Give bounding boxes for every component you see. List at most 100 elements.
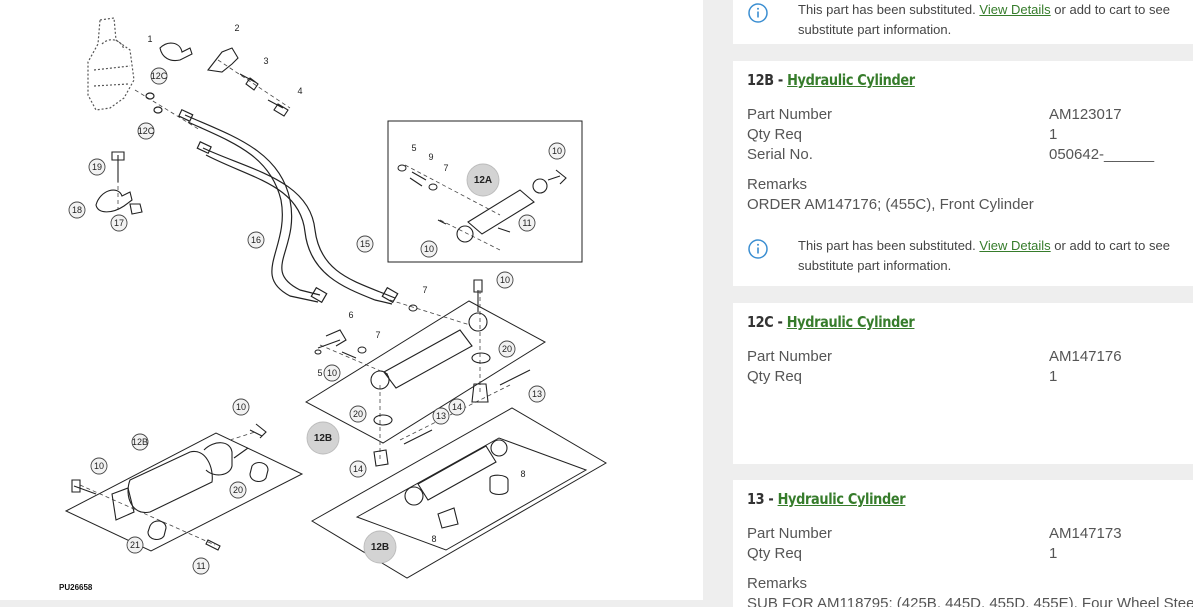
leader-lines [79, 59, 511, 546]
callout-bubble [432, 407, 450, 425]
part-card-12b: 12B - Hydraulic Cylinder Part Number AM1… [733, 61, 1193, 286]
part-name-link[interactable]: Hydraulic Cylinder [777, 490, 906, 508]
panel-12c [304, 300, 546, 444]
notice-suffix: or add to cart to see [1050, 238, 1170, 253]
panel-13 [64, 432, 304, 552]
callout-bubble [126, 536, 144, 554]
callout-label: 2 [234, 23, 239, 33]
panel-12b-outer [311, 407, 607, 579]
notice-line2: substitute part information. [798, 22, 952, 37]
callout-label: 8 [520, 469, 525, 479]
notice-suffix: or add to cart to see [1050, 2, 1170, 17]
callout-label: 14 [353, 464, 363, 474]
remarks-value: ORDER AM147176; (455C), Front Cylinder [747, 196, 1034, 213]
callout-bubble [528, 385, 546, 403]
callout-bubble [110, 214, 128, 232]
part-card-12a-tail: This part has been substituted. View Det… [733, 0, 1193, 44]
callout-label: 12A [474, 175, 492, 186]
callout-label: 5 [411, 143, 416, 153]
qty-req-value: 1 [1049, 126, 1058, 143]
part-callout-number: 12B [747, 71, 774, 89]
callout-label: 10 [236, 402, 246, 412]
part-card-12c: 12C - Hydraulic Cylinder Part Number AM1… [733, 303, 1193, 464]
callout-bubble [356, 235, 374, 253]
callout-bubble [229, 481, 247, 499]
callout-bubble [306, 421, 340, 455]
cylinder-12a [409, 169, 567, 243]
callout-label: 10 [327, 368, 337, 378]
qty-req-value: 1 [1049, 545, 1058, 562]
notice-prefix: This part has been substituted. [798, 2, 980, 17]
callout-bubble [68, 201, 86, 219]
view-details-link[interactable]: View Details [979, 2, 1051, 17]
callout-label: 13 [532, 389, 542, 399]
callout-label: 14 [452, 402, 462, 412]
title-separator: - [773, 71, 788, 89]
cylinder-12c [317, 279, 531, 467]
part-callout-number: 12C [747, 313, 774, 331]
serial-no-value: 050642-______ [1049, 146, 1155, 163]
callout-label: 10 [94, 461, 104, 471]
callout-label: 7 [422, 285, 427, 295]
bolt-21 [111, 151, 125, 182]
bracket-2 [206, 47, 239, 73]
callout-label: 16 [251, 235, 261, 245]
callout-label: 18 [72, 205, 82, 215]
remarks-label: Remarks [747, 176, 808, 193]
clamp-20 [95, 189, 133, 213]
part-name-link[interactable]: Hydraulic Cylinder [787, 71, 915, 89]
callout-bubble [137, 122, 155, 140]
callout-label: 7 [375, 330, 380, 340]
part-name-link[interactable]: Hydraulic Cylinder [786, 313, 915, 331]
qty-req-label: Qty Req [747, 126, 803, 143]
callout-label: 17 [114, 218, 124, 228]
bolt-3 [239, 73, 259, 91]
part-title: 12B - Hydraulic Cylinder [747, 71, 915, 89]
part-card-13: 13 - Hydraulic Cylinder Part Number AM14… [733, 480, 1193, 607]
callout-label: 12C [138, 126, 155, 136]
callout-label: 7 [443, 163, 448, 173]
callout-bubble [496, 271, 514, 289]
bolt-4 [267, 99, 289, 117]
callout-bubble [247, 231, 265, 249]
callout-label: 1 [147, 34, 152, 44]
callout-bubble [420, 240, 438, 258]
washers [314, 164, 438, 355]
notice-prefix: This part has been substituted. [798, 238, 980, 253]
callout-label: 20 [353, 409, 363, 419]
qty-req-label: Qty Req [747, 368, 803, 385]
callout-label: 11 [522, 218, 531, 228]
part-number-label: Part Number [747, 525, 833, 542]
callout-bubble [548, 142, 566, 160]
cylinder-13 [71, 423, 269, 551]
serial-no-label: Serial No. [747, 146, 813, 163]
parts-list-pane: This part has been substituted. View Det… [703, 0, 1193, 607]
hoses [178, 108, 399, 305]
callout-bubble [498, 340, 516, 358]
callout-bubble [349, 460, 367, 478]
callout-label: 5 [317, 368, 322, 378]
part-number-value: AM147176 [1049, 348, 1122, 365]
callout-label: 4 [297, 86, 302, 96]
part-title: 12C - Hydraulic Cylinder [747, 313, 915, 331]
nut-19 [129, 203, 143, 215]
cylinder-12b [404, 439, 509, 529]
title-separator: - [764, 490, 778, 508]
callout-label: 10 [552, 146, 562, 156]
callout-label: 20 [233, 485, 243, 495]
callout-label: 12C [151, 71, 168, 81]
callout-bubble [323, 364, 341, 382]
callout-bubble [466, 163, 500, 197]
callout-label: 9 [428, 152, 433, 162]
callout-label: 10 [424, 244, 434, 254]
exploded-view-drawing: 123412C12C19181716155971012A111010767510… [64, 17, 607, 579]
view-details-link[interactable]: View Details [979, 238, 1051, 253]
notice-line2: substitute part information. [798, 258, 952, 273]
callout-label: 12B [132, 437, 148, 447]
clamp-1 [159, 42, 193, 62]
callout-label: 3 [263, 56, 268, 66]
steering-column-outline [87, 17, 135, 111]
callout-bubble [363, 530, 397, 564]
